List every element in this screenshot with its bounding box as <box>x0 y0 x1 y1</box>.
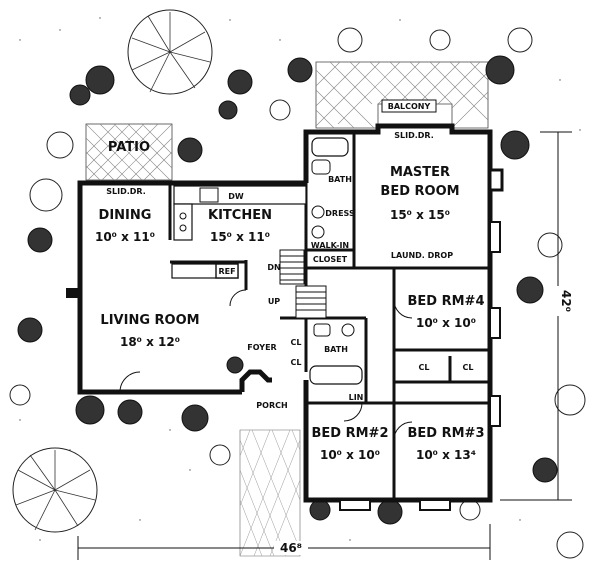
laund-drop-label: LAUND. DROP <box>391 251 453 260</box>
foyer-label: FOYER <box>247 343 276 352</box>
walkin-label-1: WALK-IN <box>311 241 349 250</box>
dimension-lines: 46⁸ 42⁰ <box>77 131 573 560</box>
tree-large-bottom <box>12 447 98 533</box>
cl-foyer-1: CL <box>291 338 302 347</box>
cl-left-label: CL <box>419 363 430 372</box>
dn-label: DN <box>267 263 280 272</box>
tree-large-top <box>127 9 213 95</box>
dining-dim: 10⁰ x 11⁰ <box>95 230 155 244</box>
master-name-2: BED ROOM <box>380 184 459 199</box>
landscaping <box>9 9 586 559</box>
patio-label: PATIO <box>108 140 150 155</box>
walkin-label-2: CLOSET <box>313 255 348 264</box>
stairs <box>279 249 327 319</box>
kitchen-name: KITCHEN <box>208 208 272 223</box>
dw-label: DW <box>228 192 244 201</box>
slid-dr-master-label: SLID.DR. <box>394 131 434 140</box>
master-dim: 15⁰ x 15⁰ <box>390 208 450 222</box>
ref-label: REF <box>218 267 235 276</box>
cl-foyer-2: CL <box>291 358 302 367</box>
bed3-name: BED RM#3 <box>408 426 485 441</box>
porch-label: PORCH <box>256 401 287 410</box>
bath-hall-label: BATH <box>324 345 348 354</box>
master-name-1: MASTER <box>390 165 450 180</box>
depth-dimension: 42⁰ <box>559 290 573 312</box>
balcony-label: BALCONY <box>388 102 431 111</box>
patio-paving <box>85 123 173 181</box>
lin-label: LIN <box>349 393 364 402</box>
bed4-name: BED RM#4 <box>408 294 485 309</box>
bed2-dim: 10⁰ x 10⁰ <box>320 448 380 462</box>
up-label: UP <box>268 297 280 306</box>
bath-master-label: BATH <box>328 175 352 184</box>
width-dimension: 46⁸ <box>280 541 302 555</box>
bed3-dim: 10⁰ x 13⁴ <box>416 448 476 462</box>
living-dim: 18⁰ x 12⁰ <box>120 335 180 349</box>
kitchen-dim: 15⁰ x 11⁰ <box>210 230 270 244</box>
building <box>66 123 504 511</box>
room-labels: PATIO BALCONY SLID.DR. SLID.DR. DW DININ… <box>95 99 485 462</box>
slid-dr-dining-label: SLID.DR. <box>106 187 146 196</box>
dining-name: DINING <box>99 208 152 223</box>
porch-walk <box>239 429 301 557</box>
balcony-paving <box>315 61 489 129</box>
dress-label: DRESS <box>325 209 355 218</box>
shrubs <box>9 27 586 559</box>
cl-right-label: CL <box>463 363 474 372</box>
living-name: LIVING ROOM <box>100 313 199 328</box>
bed4-dim: 10⁰ x 10⁰ <box>416 316 476 330</box>
bed2-name: BED RM#2 <box>312 426 389 441</box>
